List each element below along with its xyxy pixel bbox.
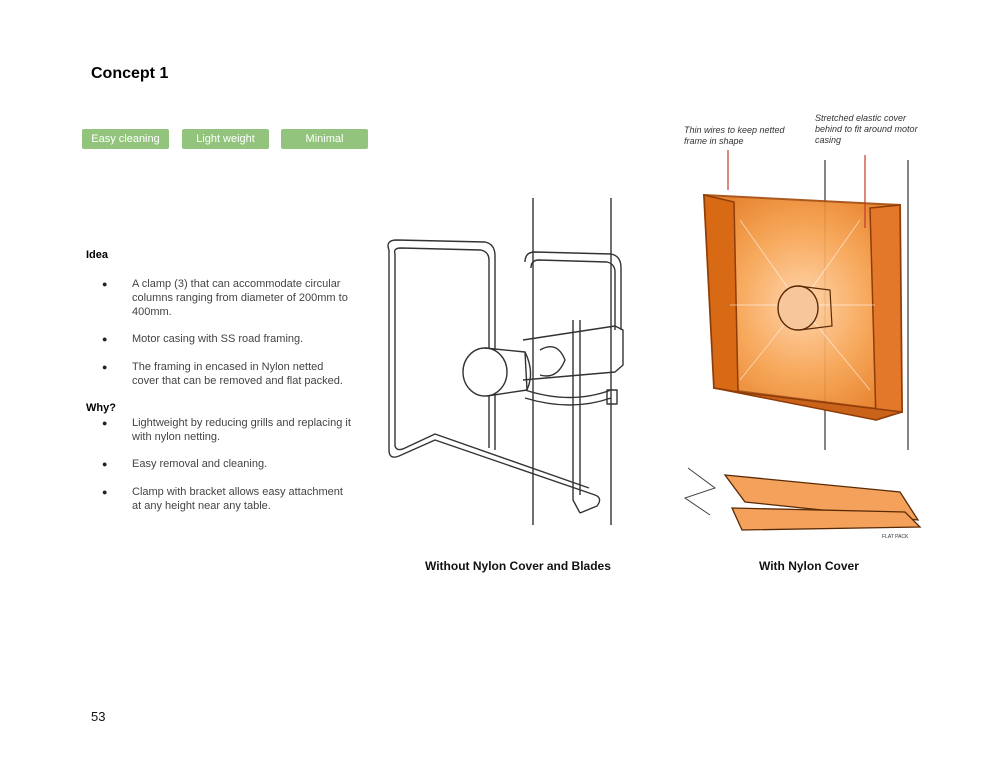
frame-sketch (387, 198, 624, 525)
page-title: Concept 1 (91, 65, 169, 82)
tag-minimal: Minimal (281, 129, 368, 149)
bullet-dot: ● (102, 418, 108, 428)
bullet-text: The framing in encased in Nylon netted c… (132, 361, 343, 387)
bullet-dot: ● (102, 459, 108, 469)
tag-light-weight: Light weight (182, 129, 269, 149)
idea-heading: Idea (86, 249, 109, 261)
nylon-cover-sketch (683, 150, 922, 531)
page-number: 53 (91, 709, 106, 724)
right-figure-caption: With Nylon Cover (759, 559, 859, 573)
bullet-text: A clamp (3) that can accommodate circula… (132, 278, 348, 318)
bullet-text: Lightweight by reducing grills and repla… (132, 417, 351, 443)
bullet-text: Motor casing with SS road framing. (132, 333, 304, 345)
bullet-dot: ● (102, 362, 108, 372)
bullet-text: Easy removal and cleaning. (132, 458, 268, 470)
why-heading: Why? (86, 402, 116, 414)
bullet-dot: ● (102, 279, 108, 289)
annotation-cover: Stretched elastic cover behind to fit ar… (815, 113, 918, 145)
bullet-dot: ● (102, 334, 108, 344)
annotation-flat-pack: FLAT PACK (882, 534, 909, 540)
tag-easy-cleaning: Easy cleaning (82, 129, 169, 149)
annotation-wires: Thin wires to keep netted frame in shape (684, 125, 785, 146)
bullet-dot: ● (102, 487, 108, 497)
left-figure-caption: Without Nylon Cover and Blades (425, 559, 611, 573)
bullet-text: Clamp with bracket allows easy attachmen… (132, 486, 343, 512)
